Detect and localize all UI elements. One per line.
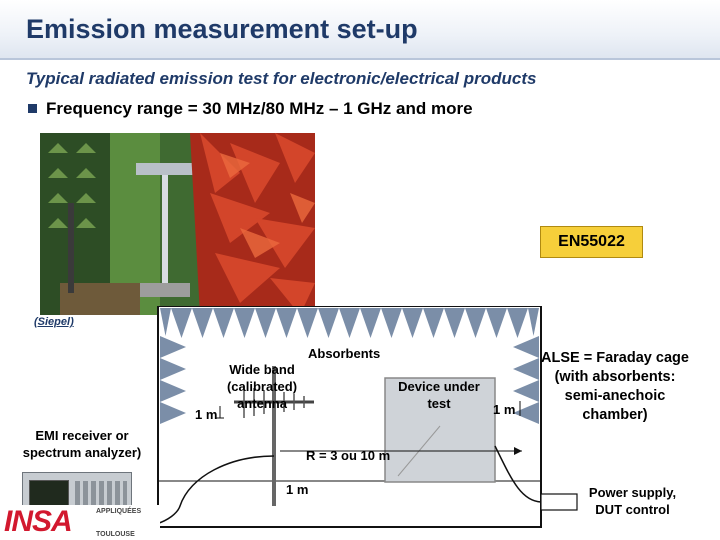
antenna-height-label: 1 m [195, 407, 218, 422]
receiver-label: EMI receiver or spectrum analyzer) [22, 428, 142, 460]
antenna-elements [243, 386, 305, 418]
standard-badge: EN55022 [540, 226, 643, 258]
title-divider [0, 58, 720, 60]
chamber-diagram [150, 306, 550, 528]
insa-logo: INSA [4, 505, 73, 538]
photo-credit: (Siepel) [34, 316, 74, 328]
alse-description: ALSE = Faraday cage (with absorbents: se… [541, 350, 689, 423]
left-absorbers [160, 336, 186, 424]
page-title: Emission measurement set-up [26, 14, 418, 44]
power-supply-label: Power supply, DUT control [588, 485, 677, 517]
logo-subtitle-bottom: TOULOUSE [96, 531, 135, 538]
antenna-cable [150, 455, 275, 527]
antenna-label: Wide band (calibrated) antenna [226, 362, 298, 411]
subtitle: Typical radiated emission test for elect… [26, 69, 537, 88]
absorbents-label: Absorbents [308, 346, 381, 361]
dut-height-label: 1 m [493, 402, 516, 417]
dut-cable [494, 445, 542, 503]
frequency-range-bullet: Frequency range = 30 MHz/80 MHz – 1 GHz … [46, 99, 473, 118]
title-bar [0, 0, 720, 58]
distance-label: R = 3 ou 10 m [306, 448, 391, 463]
logo-subtitle-top: APPLIQUÉES [96, 508, 142, 515]
cable-length-label: 1 m [286, 482, 309, 497]
top-absorbers [160, 308, 539, 338]
bullet-square-icon [28, 104, 37, 113]
right-absorbers [513, 336, 539, 424]
anechoic-chamber-photo [40, 133, 315, 315]
logo-area [0, 505, 160, 540]
power-supply-box [540, 493, 578, 511]
chamber-photo-illustration [40, 133, 315, 315]
dut-label: Device under test [398, 379, 480, 411]
dut-box [384, 377, 496, 483]
